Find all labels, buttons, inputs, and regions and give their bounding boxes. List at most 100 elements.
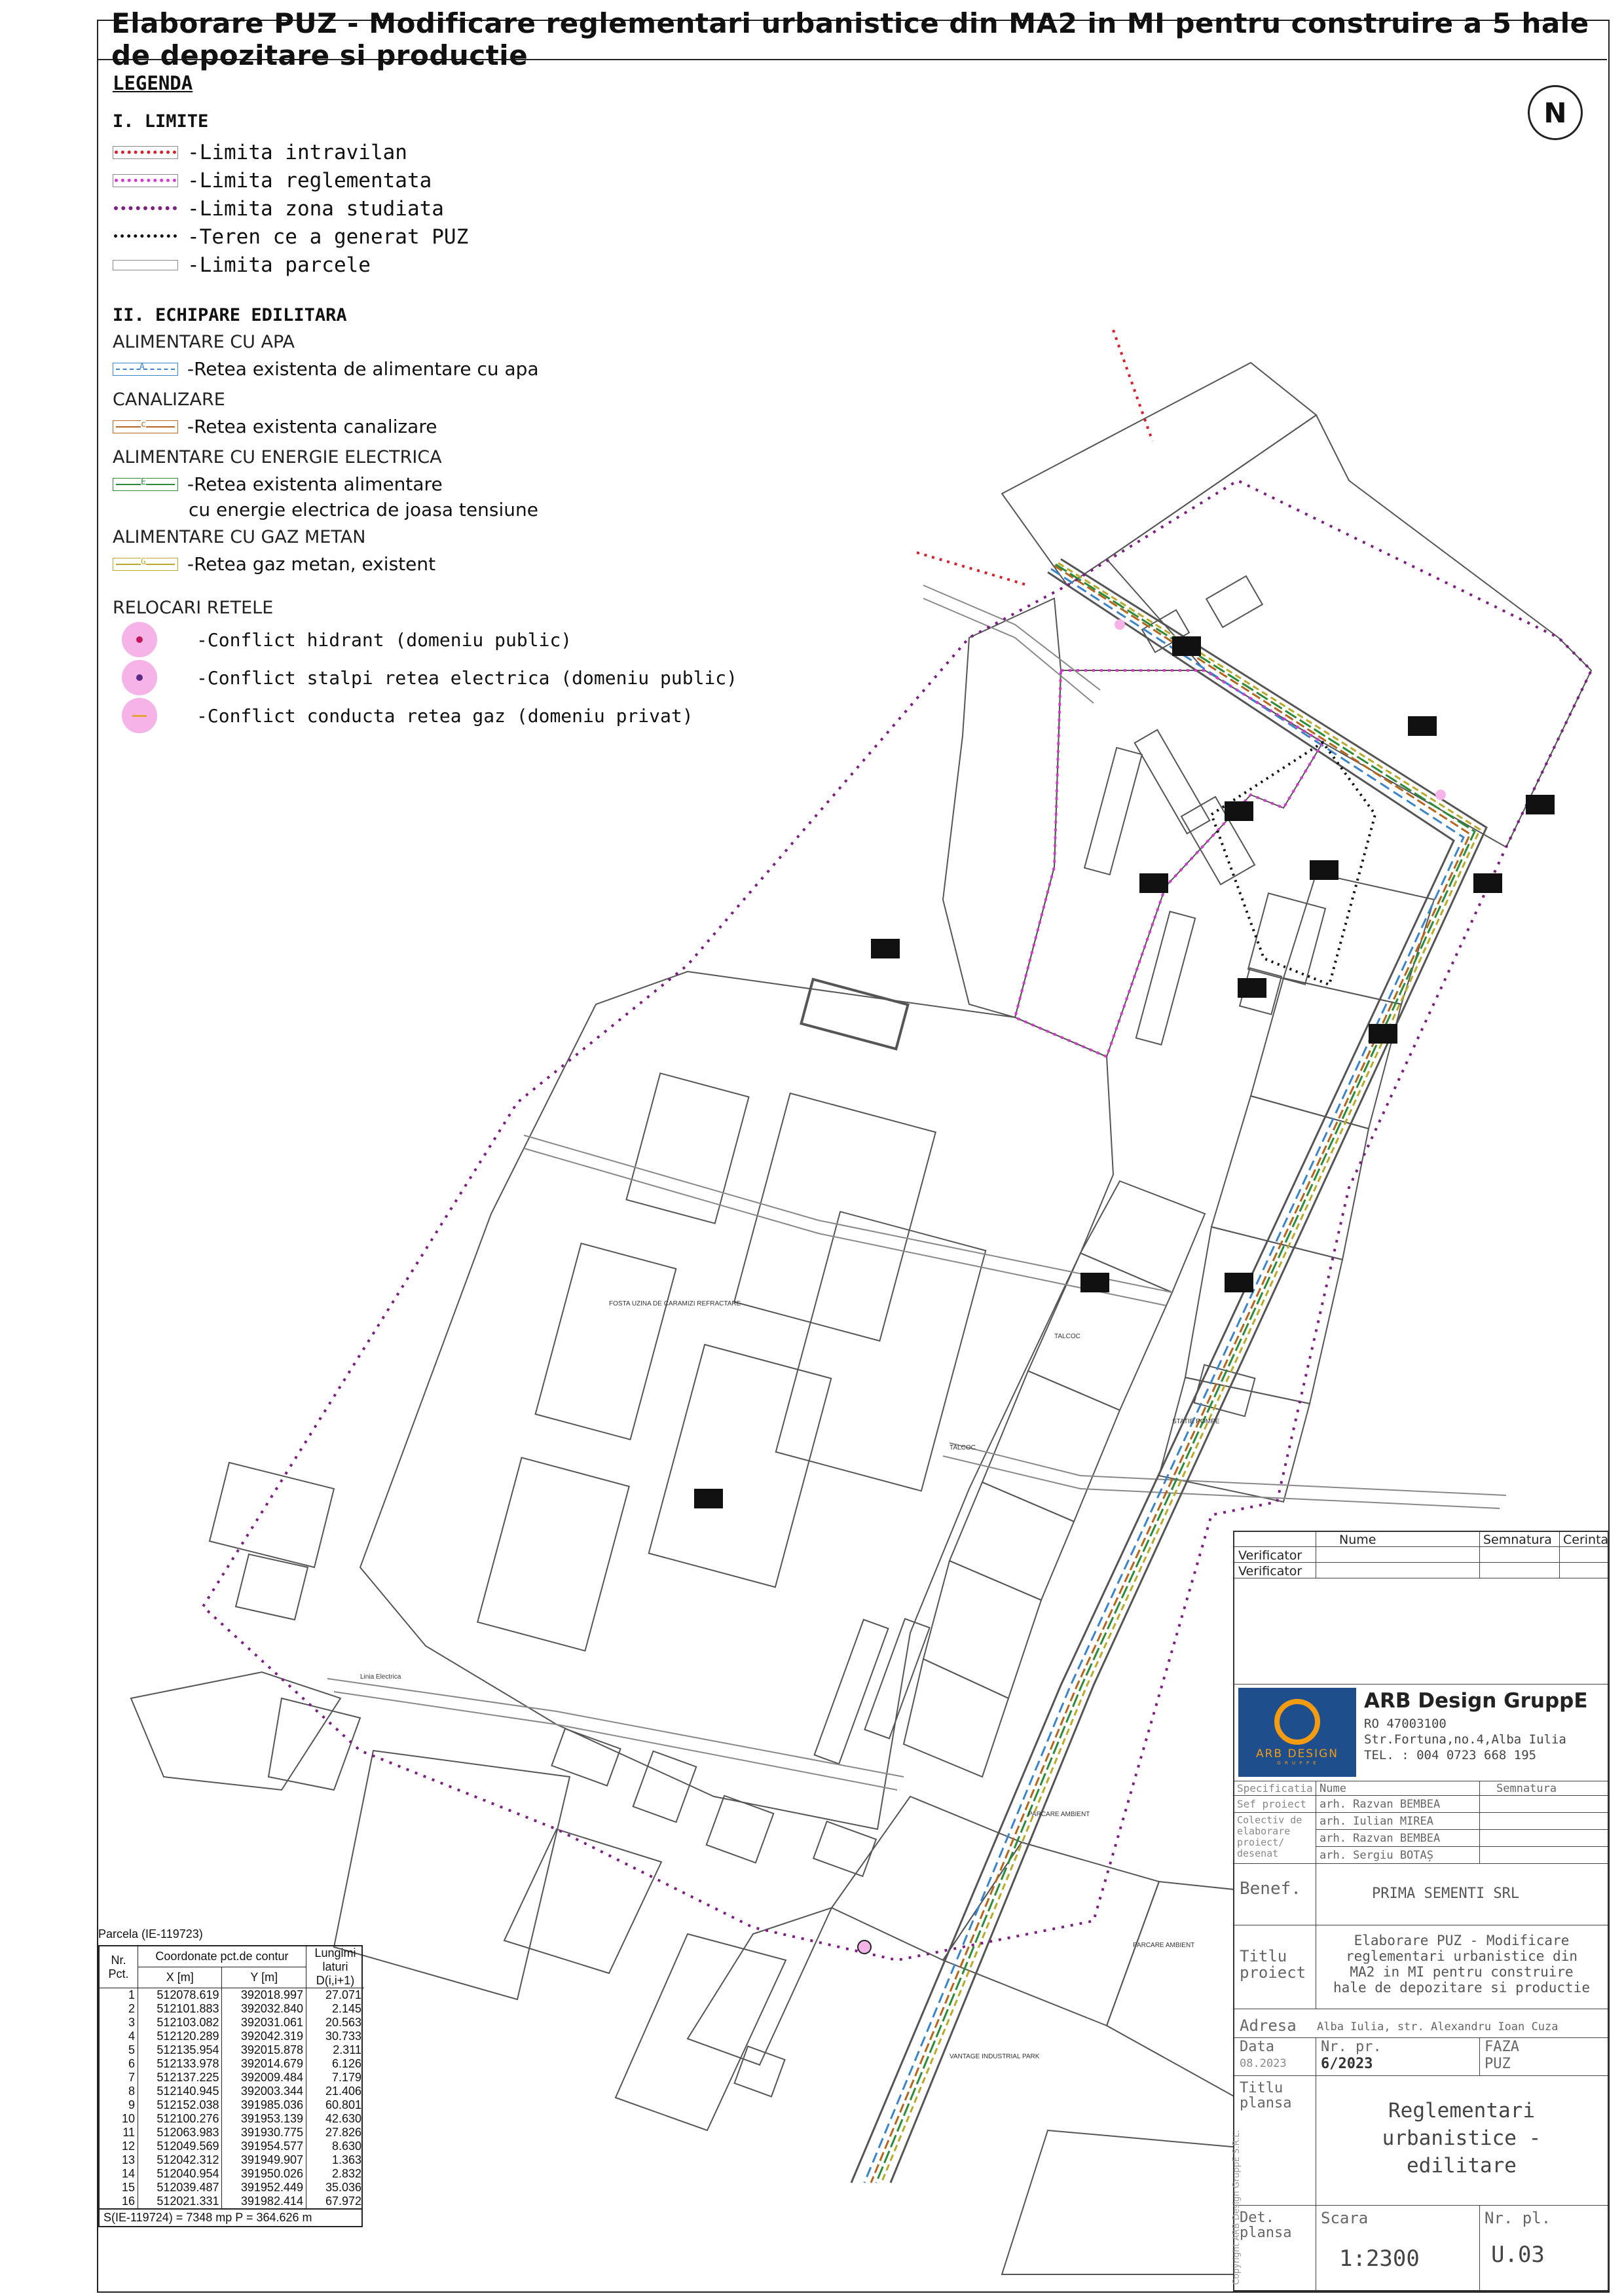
coord-footer: S(IE-119724) = 7348 mp P = 364.626 m [98,2210,363,2227]
coord-cell: 8 [100,2085,138,2098]
parcel-west-2 [267,1697,361,1791]
label-talcoc-2: TALCOC [950,1444,976,1451]
legend-label: -Retea existenta canalizare [187,416,437,437]
company-phone: TEL. : 004 0723 668 195 [1364,1748,1537,1762]
zone-tag [1473,873,1502,893]
coord-cell: 67.972 [325,2195,361,2208]
coord-cell: 1 [100,1988,138,2002]
main-road-edge-left [850,571,1455,2183]
legend-label: -Conflict stalpi retea electrica (domeni… [196,666,738,689]
cartouche-copyright: Copyright ARB Design GruppE S.R.L. [1232,2130,1242,2285]
parcel-south-2 [942,1841,1160,2027]
coord-cell: 392015.878 [221,2043,306,2057]
factory-building [800,977,910,1051]
coord-cell: 4 [100,2030,138,2043]
factory-site [359,970,1115,1831]
parcel-west-7 [614,1933,787,2132]
cartouche-scara-label: Scara [1321,2209,1369,2227]
zoning-tags [694,636,1555,1508]
coord-cell: 392032.840 [221,2002,306,2016]
coord-cell: 392018.997 [221,1988,306,2002]
building [1135,911,1196,1046]
coord-cell: 512042.312 [138,2153,223,2167]
coord-cell: 512135.954 [138,2043,223,2057]
road-edge [327,1678,904,1777]
coord-cell: 16 [100,2195,138,2208]
logo-sub: G R U P P E [1277,1760,1318,1766]
coord-cell: 391985.036 [221,2098,306,2112]
cartouche-benef-label: Benef. [1240,1879,1301,1899]
factory-lot-3 [534,1242,677,1441]
title-block: Nume Semnatura Cerinta Verificator Verif… [1232,1531,1609,2291]
legend-label: -Retea existenta de alimentare cu apa [187,358,539,380]
coord-cell: 512133.978 [138,2057,223,2071]
pole-conflict-icon [122,660,157,695]
label-talcoc-1: TALCOC [1054,1333,1080,1340]
conflict-markers [857,619,1446,1954]
building [705,1795,775,1864]
cartouche-adresa: Alba Iulia, str. Alexandru Ioan Cuza [1317,2020,1559,2033]
sewer-line-icon: c [113,419,178,433]
road-edge [923,598,1094,704]
coord-cell: 21.406 [325,2085,361,2098]
parcel-right-5 [1158,1376,1311,1503]
parcel-west-6 [234,1553,309,1621]
label-linia: Linia Electrica [360,1673,401,1681]
company-name: ARB Design GruppE [1364,1689,1588,1713]
legend-row-limit: -Teren ce a generat PUZ [113,223,767,251]
coord-cell: 392042.319 [221,2030,306,2043]
zone-tag [1225,801,1253,821]
label-factory: FOSTA UZINA DE CARAMIZI REFRACTARE [609,1300,741,1307]
coord-cell: 512152.038 [138,2098,223,2112]
building [632,1750,697,1823]
road-edge [923,585,1101,691]
coord-cell: 392014.679 [221,2057,306,2071]
cartouche-verificator-1: Verificator [1238,1548,1302,1563]
legend-row-utility: E -Retea existenta alimentare [113,470,767,498]
conflict-hydrant-marker [857,1940,872,1954]
coord-cell: 30.733 [325,2030,361,2043]
coord-cell: 391982.414 [221,2195,306,2208]
coord-header-nr: Nr.Pct. [100,1946,138,1988]
zone-tag [1080,1273,1109,1292]
legend-label: -Teren ce a generat PUZ [187,225,469,249]
building [551,1728,621,1787]
legend: LEGENDA I. LIMITE -Limita intravilan -Li… [113,72,767,735]
logo-text: ARB DESIGN [1255,1747,1339,1760]
building [1134,729,1211,835]
cartouche-h-semnatura: Semnatura [1483,1533,1552,1547]
factory-lot-4 [648,1343,832,1588]
electric-line-icon: E [113,477,178,491]
coord-cell: 11 [100,2126,138,2140]
legend-label: -Limita zona studiata [187,196,444,221]
coord-cell: 512140.945 [138,2085,223,2098]
coord-cell: 3 [100,2016,138,2030]
legend-label: -Limita intravilan [187,140,407,164]
label-parcare-2: PARCARE AMBIENT [1133,1942,1194,1949]
water-line-icon: A [113,362,178,376]
cartouche-scara: 1:2300 [1339,2246,1420,2272]
sewer-network-line [870,564,1471,2183]
parcel-west-5 [208,1461,335,1569]
coord-cell: 12 [100,2140,138,2153]
cartouche-faza-label: FAZA [1485,2039,1519,2055]
building [812,1820,877,1878]
legend-row-relocation: -Conflict hidrant (domeniu public) [113,621,767,659]
legend-row-relocation: -Conflict conducta retea gaz (domeniu pr… [113,697,767,735]
legend-group: ALIMENTARE CU ENERGIE ELECTRICA [113,447,442,467]
coord-cell: 391952.449 [221,2181,306,2195]
parcel-right-3 [1210,1095,1370,1261]
legend-label: cu energie electrica de joasa tensiune [189,498,538,520]
factory-lot-2 [625,1072,750,1224]
label-statie: STATIE POMPE [1172,1418,1220,1425]
coord-cell: 391949.907 [221,2153,306,2167]
zone-tag [1172,636,1201,656]
cartouche-semnatura: Semnatura [1496,1782,1557,1795]
electric-network-line [875,563,1476,2183]
